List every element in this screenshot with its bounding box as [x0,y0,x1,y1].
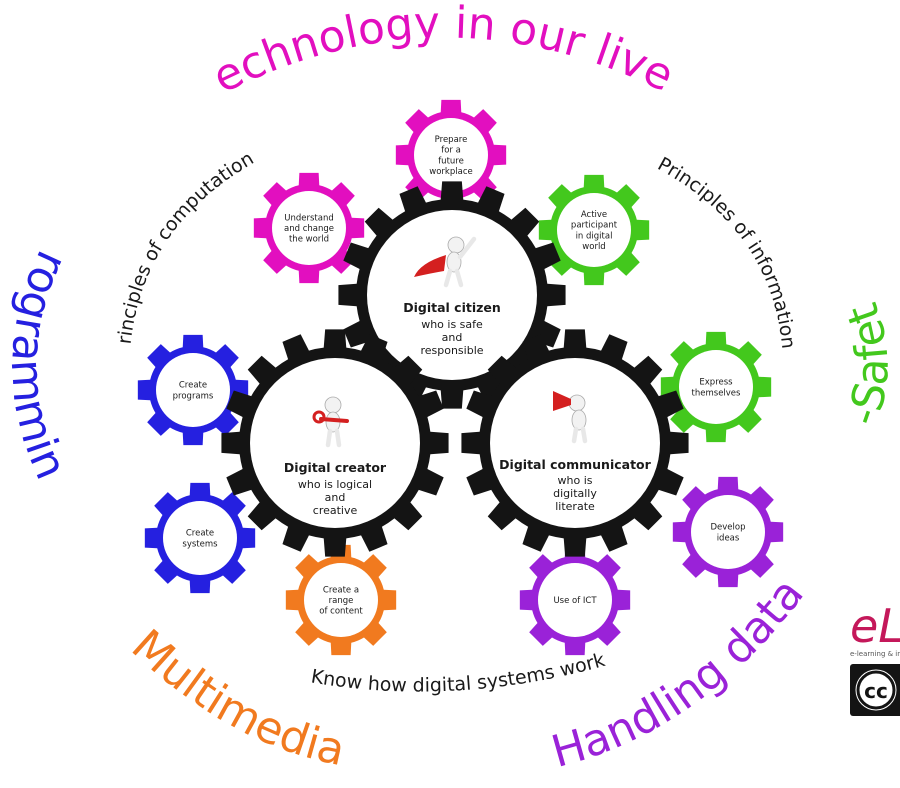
gear-text-line: range [329,596,354,606]
el-logo-caption: e-learning & info [850,650,900,658]
gear-text-line: workplace [429,167,472,177]
gear-text-line: Use of ICT [553,596,597,606]
know-how-text: Know how digital systems work [309,649,607,697]
gear-text-line: Understand [284,214,333,224]
gear-digital-communicator: Digital communicator who is digitally li… [461,329,689,557]
gear-face [250,358,420,528]
programming-label: Programming [0,0,77,486]
gear-use-of-ict: Use of ICT [519,544,631,656]
digital-creator-title: Digital creator [284,460,387,475]
cc-license-icon: cc [850,664,900,716]
wrench-figure-icon [312,396,349,448]
cc-license-text: cc [864,679,888,703]
digital-communicator-line-3: literate [555,500,595,513]
big-gears: Digital citizen who is safe and responsi… [221,181,689,557]
gear-text-line: Create [179,381,207,391]
gear-text-line: in digital [576,231,613,241]
digital-creator-line-1: who is logical [298,478,372,491]
gear-text-line: Create [186,529,214,539]
gear-text-line: and change [284,224,334,234]
gear-text-line: for a [441,146,461,156]
logo-group: eL e-learning & info cc [850,599,900,716]
gear-text-line: Create a [323,586,359,596]
technology-label-text: Technology in our lives [0,0,681,104]
gear-face [304,563,378,637]
gear-use-ict-text: Use of ICT [553,596,597,606]
gear-text-line: ideas [717,533,740,543]
gear-text-line: Prepare [435,135,468,145]
digital-citizen-line-1: who is safe [421,318,483,331]
superhero-figure-icon [414,236,477,288]
gear-text-line: Develop [711,523,746,533]
technology-label: Technology in our lives [0,0,681,104]
digital-communicator-line-1: who is [558,474,593,487]
know-how-label: Know how digital systems work [309,649,607,697]
gear-text-line: future [438,156,464,166]
gear-face [691,495,765,569]
gear-text-line: participant [571,221,618,231]
digital-citizen-title: Digital citizen [403,300,501,315]
gear-text-line: the world [289,235,329,245]
digital-citizen-line-2: and [442,331,463,344]
gear-text-line: Express [699,378,733,388]
gear-text-line: of content [319,607,363,617]
gear-text-line: themselves [692,388,742,398]
multimedia-label-text: Multimedia [122,620,350,776]
multimedia-label: Multimedia [122,620,350,776]
digital-communicator-line-2: digitally [553,487,597,500]
digital-creator-line-2: and [325,491,346,504]
digital-creator-line-3: creative [313,504,358,517]
digital-citizen-line-3: responsible [420,344,483,357]
gear-digital-citizen: Digital citizen who is safe and responsi… [338,181,566,409]
programming-label-text: Programming [0,0,77,486]
gear-digital-creator: Digital creator who is logical and creat… [221,329,449,557]
el-logo-text: eL [850,599,900,653]
megaphone-figure-icon [553,391,588,444]
gear-text-line: programs [173,391,214,401]
gear-face [156,353,230,427]
digital-communicator-title: Digital communicator [499,457,651,472]
principles-information-label: Principles of information [654,153,799,350]
gear-text-line: systems [182,539,218,549]
principles-information-text: Principles of information [654,153,799,350]
gear-face [163,501,237,575]
gear-face [538,563,612,637]
gear-face [679,350,753,424]
gear-text-line: Active [581,210,607,220]
gear-face [367,210,537,380]
gear-face [557,193,631,267]
gear-face [414,118,488,192]
gear-face [272,191,346,265]
gear-text-line: world [582,242,605,252]
el-logo-icon: eL e-learning & info [850,599,900,658]
